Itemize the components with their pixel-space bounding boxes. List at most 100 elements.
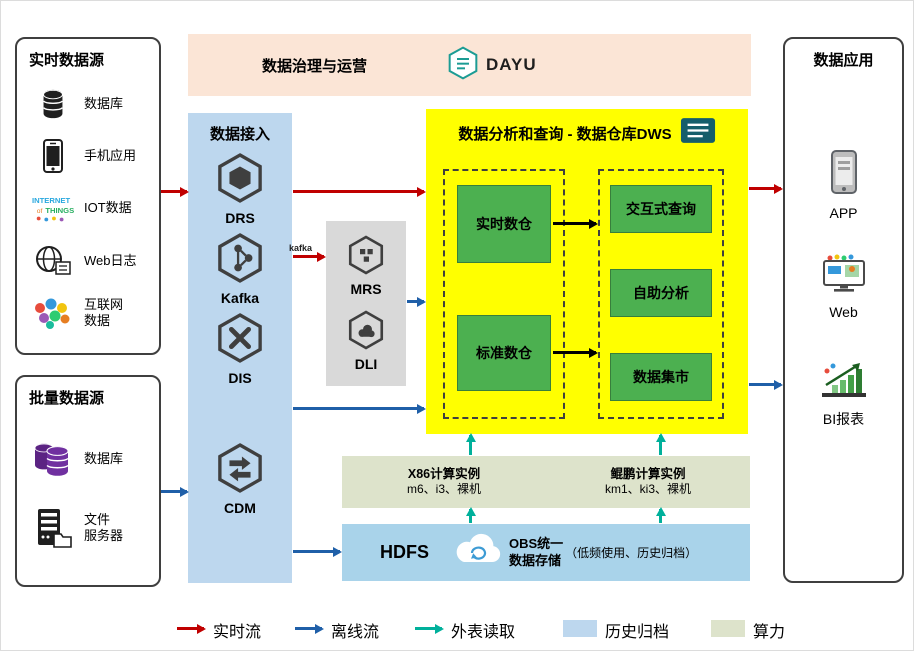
- app-phone-icon: [830, 149, 858, 200]
- source-label: 数据库: [84, 96, 124, 112]
- batch-sources-items: 数据库 文件 服务器: [23, 410, 153, 577]
- legend-realtime-arrow: [177, 623, 206, 634]
- app-item-web: Web: [785, 254, 902, 320]
- mrs-icon: [348, 235, 384, 280]
- dayu-logo: DAYU: [447, 45, 537, 86]
- drs-label: DRS: [225, 210, 255, 226]
- dayu-hexagon-icon: [447, 45, 479, 86]
- service-item-mrs: MRS: [348, 235, 384, 297]
- dli-icon: [348, 310, 384, 355]
- legend-offline-arrow: [295, 623, 324, 634]
- kafka-icon: kafka: [217, 233, 312, 288]
- kunpeng-compute: 鲲鹏计算实例 km1、ki3、裸机: [546, 456, 750, 508]
- web-label: Web: [829, 304, 858, 320]
- legend-external-arrow: [415, 623, 444, 634]
- service-item-drs: DRS: [188, 153, 292, 226]
- dis-icon: [217, 313, 263, 368]
- data-mart-box: 数据集市: [610, 353, 712, 401]
- arrow-realtime-src-to-ingest: [161, 186, 189, 197]
- x86-title: X86计算实例: [407, 467, 481, 482]
- batch-sources-panel: 批量数据源 数据库 文件 服务器: [15, 375, 161, 587]
- internet-data-icon: [31, 293, 75, 333]
- hdfs-label: HDFS: [380, 542, 429, 562]
- source-item-database-batch: 数据库: [23, 439, 153, 479]
- arrow-cdm-to-hdfs: [293, 546, 342, 557]
- realtime-sources-title: 实时数据源: [29, 52, 105, 69]
- app-item-app: APP: [785, 149, 902, 221]
- service-item-cdm: CDM: [188, 443, 292, 516]
- arrow-dws-to-bi: [749, 379, 783, 390]
- legend-compute-label: 算力: [753, 624, 786, 641]
- self-analysis-box: 自助分析: [610, 269, 712, 317]
- kafka-logo-text: kafka: [289, 243, 313, 253]
- governance-title: 数据治理与运营: [262, 57, 368, 75]
- drs-icon: [217, 153, 263, 208]
- mobile-app-icon: [31, 136, 75, 176]
- dws-title-row: 数据分析和查询 - 数据仓库DWS: [426, 117, 748, 149]
- source-label: 文件 服务器: [84, 511, 124, 543]
- source-label: 数据库: [84, 450, 124, 466]
- bi-chart-icon: [820, 359, 868, 404]
- svg-text:INTERNET: INTERNET: [32, 197, 71, 206]
- governance-bar: 数据治理与运营 DAYU: [188, 34, 751, 96]
- arrow-mrs-to-dws: [407, 296, 426, 307]
- source-item-weblog: Web日志: [23, 241, 153, 281]
- arrow-kafka-to-mrs: [293, 251, 326, 262]
- app-item-bi: BI报表: [785, 359, 902, 429]
- source-label: 手机应用: [84, 148, 137, 164]
- arrow-hdfs-to-compute-right: [655, 507, 666, 523]
- legend-external-label: 外表读取: [451, 624, 516, 641]
- arrow-batch-src-to-ingest: [161, 486, 189, 497]
- bi-label: BI报表: [822, 411, 865, 427]
- kafka-label: Kafka: [220, 290, 260, 306]
- source-label: Web日志: [84, 252, 137, 268]
- dws-panel: 数据分析和查询 - 数据仓库DWS 实时数仓 标准数仓 交互式查询 自助分析 数…: [426, 109, 748, 434]
- arrow-standard-to-mart: [553, 347, 598, 358]
- arrow-dws-to-app: [749, 183, 783, 194]
- file-server-icon: [31, 508, 75, 548]
- legend-archive-swatch: [563, 620, 597, 637]
- service-item-kafka: kafka Kafka: [188, 233, 312, 306]
- source-item-fileserver: 文件 服务器: [23, 508, 153, 548]
- realtime-warehouse-box: 实时数仓: [457, 185, 551, 263]
- cdm-icon: [217, 443, 263, 498]
- interactive-query-box: 交互式查询: [610, 185, 712, 233]
- obs-storage-note: （低频使用、历史归档）: [565, 546, 698, 560]
- arrow-realtime-to-query: [553, 218, 598, 229]
- database-purple-icon: [31, 439, 75, 479]
- service-item-dis: DIS: [188, 313, 292, 386]
- processing-panel: MRS DLI: [326, 221, 406, 386]
- ingestion-panel: 数据接入 DRS kafka Kafka DIS CDM: [188, 113, 312, 583]
- legend-archive-label: 历史归档: [605, 624, 670, 641]
- mrs-label: MRS: [350, 280, 382, 297]
- compute-panel: X86计算实例 m6、i3、裸机 鲲鹏计算实例 km1、ki3、裸机: [342, 456, 750, 508]
- service-item-dli: DLI: [348, 310, 384, 372]
- x86-compute: X86计算实例 m6、i3、裸机: [342, 456, 546, 508]
- applications-title: 数据应用: [813, 52, 874, 69]
- dws-document-icon: [680, 117, 716, 149]
- arrow-compute-to-dws-right: [655, 433, 666, 455]
- web-log-icon: [31, 241, 75, 281]
- dws-warehouse-group: [443, 169, 565, 419]
- ingestion-title: 数据接入: [209, 126, 270, 143]
- legend-compute-swatch: [711, 620, 745, 637]
- dayu-logo-text: DAYU: [486, 55, 537, 74]
- arrow-ingest-to-dws-offline: [293, 403, 426, 414]
- standard-warehouse-box: 标准数仓: [457, 315, 551, 391]
- dli-label: DLI: [354, 356, 378, 373]
- source-label: IOT数据: [84, 200, 132, 216]
- cdm-label: CDM: [224, 500, 256, 516]
- kunpeng-subtitle: km1、ki3、裸机: [604, 482, 691, 497]
- applications-panel: 数据应用 APP Web BI报表: [783, 37, 904, 583]
- dis-label: DIS: [228, 370, 252, 386]
- web-monitor-icon: [821, 254, 867, 299]
- legend-offline-label: 离线流: [331, 624, 380, 641]
- arrow-hdfs-to-compute-left: [465, 507, 476, 523]
- source-item-internet: 互联网 数据: [23, 293, 153, 333]
- app-label: APP: [829, 205, 858, 221]
